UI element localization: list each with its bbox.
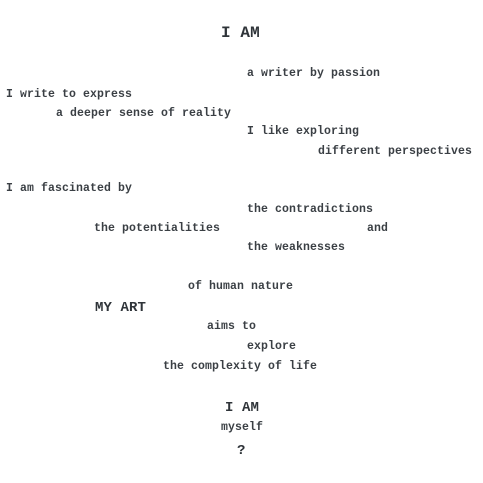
poem-line: the complexity of life — [163, 360, 318, 373]
poem-line: I write to express — [6, 88, 133, 101]
poem-line: I like exploring — [247, 125, 360, 138]
poem-line: a deeper sense of reality — [56, 107, 232, 120]
poem-line: the potentialities — [94, 222, 221, 235]
poem-heading: MY ART — [95, 300, 147, 316]
poem-line: myself — [221, 421, 264, 434]
poem-line: and — [367, 222, 389, 235]
poem-line: I am fascinated by — [6, 182, 133, 195]
poem-line: the contradictions — [247, 203, 374, 216]
question-mark: ? — [237, 443, 246, 459]
poem-heading: I AM — [225, 400, 260, 416]
poem-line: explore — [247, 340, 297, 353]
poem-line: a writer by passion — [247, 67, 381, 80]
poem-line: of human nature — [188, 280, 294, 293]
poem-line: aims to — [207, 320, 257, 333]
poem-line: the weaknesses — [247, 241, 346, 254]
poem-line: different perspectives — [318, 145, 473, 158]
poem-title: I AM — [221, 24, 260, 42]
